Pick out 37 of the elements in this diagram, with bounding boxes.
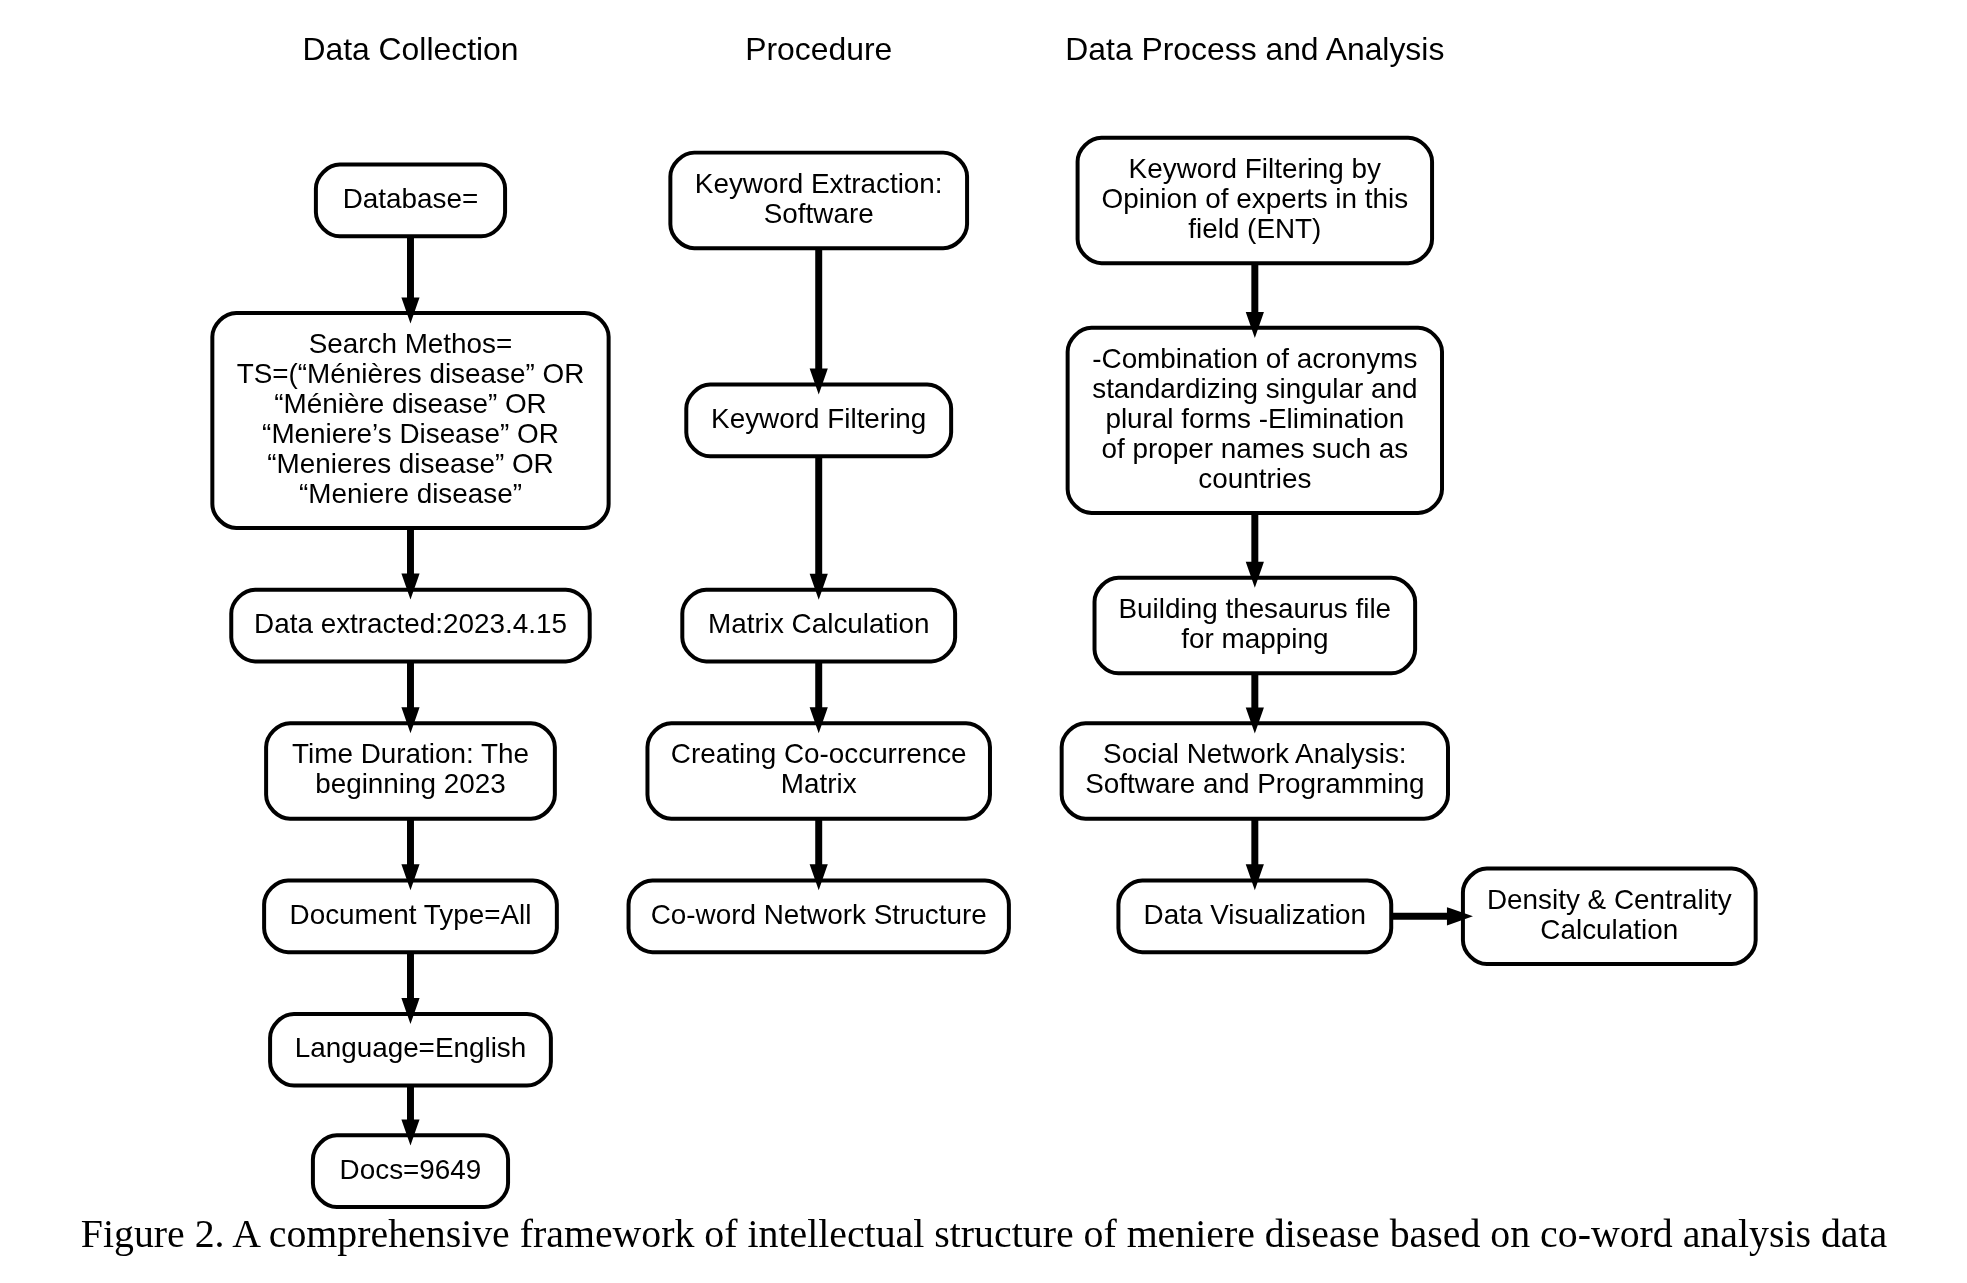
node-box: Docs=9649 xyxy=(310,1133,510,1210)
arrow xyxy=(1245,513,1264,588)
arrow xyxy=(400,528,420,600)
node-box: Language=English xyxy=(267,1011,553,1088)
arrow xyxy=(1245,819,1264,891)
node-box: Document Type=All xyxy=(261,878,559,955)
node-box: Time Duration: The beginning 2023 xyxy=(263,721,557,821)
arrow xyxy=(400,1085,420,1146)
arrow xyxy=(809,819,828,891)
node-box: Search Methos= TS=(“Ménières disease” OR “Ménière disease” OR “Meniere’s Disease” OR “Menieres disease” OR “Meniere disease” xyxy=(209,310,611,530)
label: Procedure xyxy=(744,30,892,67)
node-box: Keyword Filtering by Opinion of experts in this field (ENT) xyxy=(1075,135,1434,266)
node-box: Building thesaurus file for mapping xyxy=(1092,575,1417,676)
arrow xyxy=(400,661,420,734)
arrow xyxy=(1245,673,1264,734)
node-box: Data Visualization xyxy=(1115,878,1393,955)
arrow xyxy=(1245,263,1264,339)
arrow xyxy=(400,237,420,324)
arrow xyxy=(400,819,420,891)
arrow xyxy=(809,661,828,734)
node-box: Matrix Calculation xyxy=(679,587,957,664)
label: Data Collection xyxy=(301,30,519,67)
node-box: Keyword Filtering xyxy=(683,382,953,459)
node-box: -Combination of acronyms standardizing singular and plural forms -Elimination of proper names such as countries xyxy=(1065,325,1444,516)
arrow xyxy=(400,952,420,1025)
node-box: Creating Co-occurrence Matrix xyxy=(644,721,992,821)
arrow xyxy=(1391,907,1473,926)
node-box: Social Network Analysis: Software and Programming xyxy=(1059,721,1450,821)
label: Data Process and Analysis xyxy=(1064,30,1444,67)
arrow xyxy=(809,456,828,600)
node-box: Density & Centrality Calculation xyxy=(1460,866,1758,967)
node-box: Keyword Extraction: Software xyxy=(667,150,969,251)
node-box: Database= xyxy=(313,162,507,239)
node-box: Co-word Network Structure xyxy=(626,878,1011,955)
node-box: Data extracted:2023.4.15 xyxy=(228,587,592,664)
arrow xyxy=(809,248,828,395)
caption: Figure 2. A comprehensive framework of intellectual structure of meniere disease based on co-word analysis data xyxy=(80,1211,1887,1256)
